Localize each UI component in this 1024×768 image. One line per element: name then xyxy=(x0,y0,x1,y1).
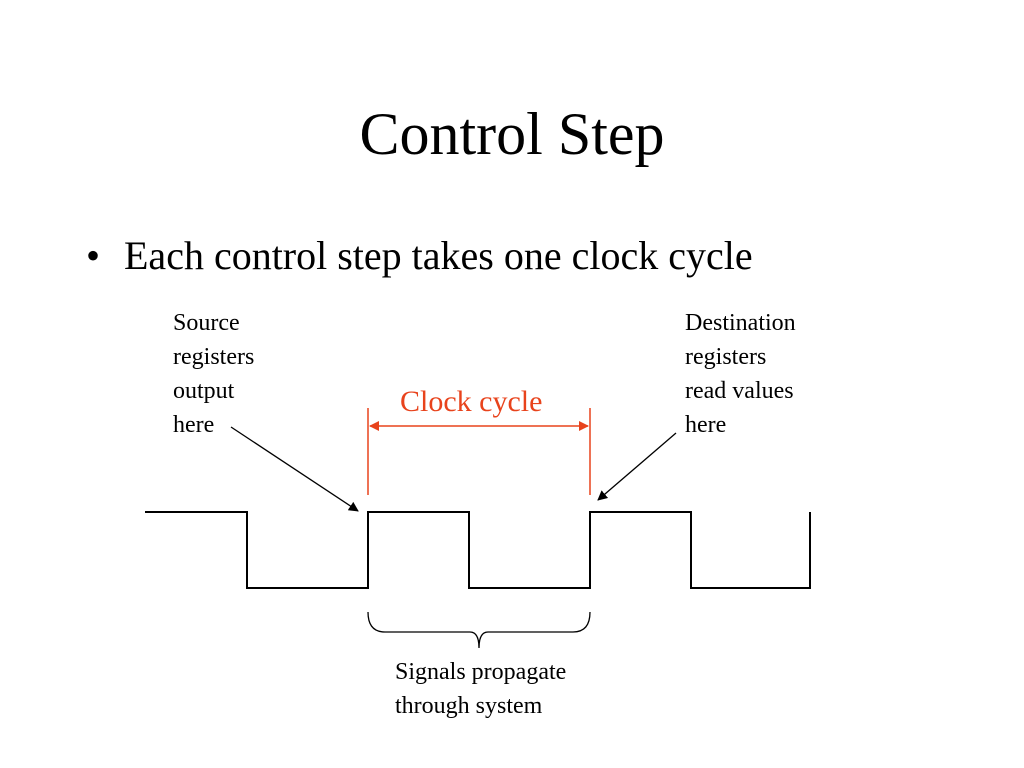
source-registers-note: Source registers output here xyxy=(173,306,254,442)
source-note-line: registers xyxy=(173,344,255,370)
destination-note-line: registers xyxy=(685,344,767,370)
source-note-line: output xyxy=(173,378,235,404)
source-note-line: here xyxy=(173,412,215,438)
slide-title: Control Step xyxy=(359,101,665,167)
clock-cycle-label: Clock cycle xyxy=(400,385,543,418)
bullet-marker: • xyxy=(86,233,101,278)
source-note-line: Source xyxy=(173,310,240,336)
propagate-note-line: Signals propagate xyxy=(395,659,567,685)
destination-pointer-arrow xyxy=(597,432,677,501)
propagation-brace xyxy=(367,611,591,649)
destination-note-line: read values xyxy=(685,378,794,404)
signals-propagate-note: Signals propagate through system xyxy=(395,655,566,723)
bullet-text: Each control step takes one clock cycle xyxy=(124,233,753,278)
destination-registers-note: Destination registers read values here xyxy=(685,306,796,442)
source-pointer-arrow xyxy=(230,426,359,512)
destination-note-line: Destination xyxy=(685,310,796,336)
bullet-item: • Each control step takes one clock cycle xyxy=(86,232,753,280)
destination-note-line: here xyxy=(685,412,727,438)
propagate-note-line: through system xyxy=(395,693,543,719)
clock-waveform xyxy=(145,511,811,589)
